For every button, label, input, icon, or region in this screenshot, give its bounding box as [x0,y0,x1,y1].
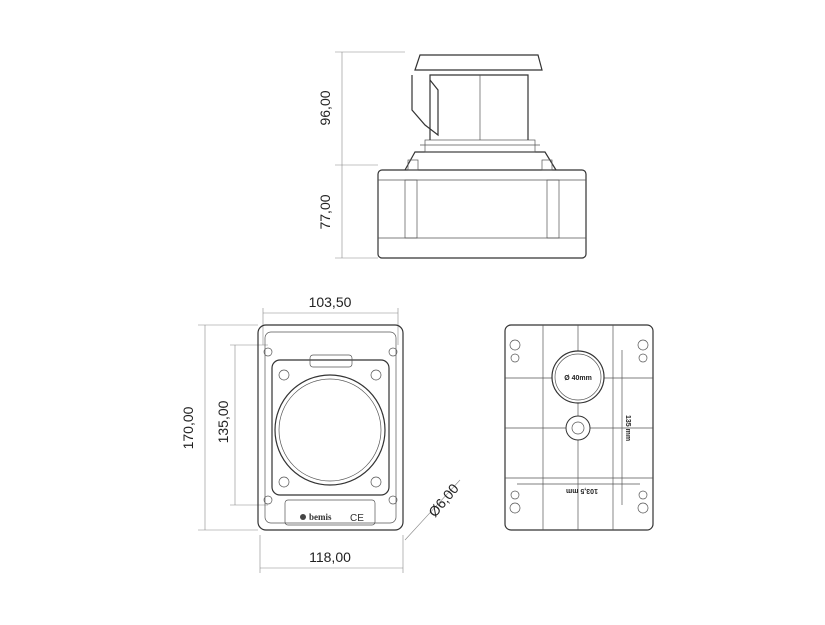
bemis-logo-icon [300,514,306,520]
dim-horizontal-label: 103,5 mm [566,487,598,494]
dim-hole-height: 135,00 [215,400,231,443]
hole-diameter-label: Ø 40mm [564,375,592,382]
dim-total-width: 118,00 [309,549,351,565]
dim-inner-width: 103,50 [309,294,352,310]
side-view: 96,00 77,00 [317,51,587,259]
dim-hole-diameter: Ø6,00 [425,480,462,520]
dim-lower-height: 77,00 [317,194,333,229]
dim-vertical-label: 135 mm [624,415,631,441]
dim-upper-height: 96,00 [317,90,333,125]
back-view: Ø 40mm 135 mm 103,5 mm [504,324,654,531]
brand-label: bemis [309,512,332,522]
front-view: 103,50 170,00 135,00 118,00 Ø6,00 bemis … [180,294,462,573]
dim-total-height: 170,00 [180,406,196,449]
ce-mark: CE [350,513,364,524]
